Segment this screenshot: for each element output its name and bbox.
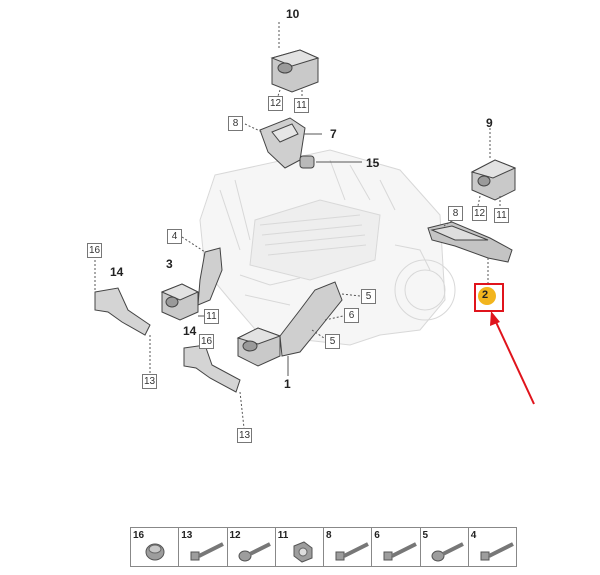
legend-item-label: 16: [133, 530, 145, 541]
boxed-label-8: 8: [228, 116, 243, 131]
bolt-icon: [383, 542, 418, 561]
boxed-label-13: 13: [237, 428, 252, 443]
mount-part-9: [470, 128, 517, 208]
callout-14b: 14: [183, 324, 197, 338]
boxed-label-6: 6: [344, 308, 359, 323]
boxed-label-11: 11: [204, 309, 219, 324]
legend-item-label: 5: [422, 530, 429, 541]
cap-nut-icon: [145, 543, 165, 561]
strap-part-14b: [183, 344, 245, 429]
legend-item[interactable]: 6: [372, 528, 421, 566]
callout-1: 1: [284, 377, 291, 391]
boxed-label-5: 5: [325, 334, 340, 349]
flange-bolt-icon: [238, 542, 271, 562]
legend-item[interactable]: 12: [228, 528, 276, 566]
bolt-icon: [335, 542, 369, 561]
boxed-label-16: 16: [199, 334, 214, 349]
nut-icon: [293, 541, 313, 563]
boxed-label-11: 11: [294, 98, 309, 113]
legend-item-label: 8: [326, 530, 332, 541]
legend-item-label: 6: [374, 530, 380, 541]
legend-item[interactable]: 5: [421, 528, 469, 566]
boxed-label-5: 5: [361, 289, 376, 304]
boxed-label-16: 16: [87, 243, 102, 258]
callout-10: 10: [286, 7, 300, 21]
highlight-box: [474, 283, 504, 312]
mount-part-3: [160, 236, 223, 321]
legend-item-label: 12: [229, 530, 241, 541]
legend-item-label: 4: [470, 530, 477, 541]
boxed-label-12: 12: [472, 206, 487, 221]
legend-item-label: 13: [181, 530, 193, 541]
callout-9: 9: [486, 116, 493, 130]
legend-item-label: 11: [277, 530, 289, 541]
callout-14a: 14: [110, 265, 124, 279]
bracket-part-7: [244, 117, 322, 169]
bolt-icon: [190, 542, 225, 561]
pointer-arrow: [490, 311, 535, 405]
bolt-icon: [480, 542, 514, 561]
highlight-label-2: 2: [482, 289, 489, 301]
support-arm-part-2: [427, 213, 513, 283]
callout-15: 15: [366, 156, 380, 170]
legend-item[interactable]: 4: [469, 528, 516, 566]
legend-item[interactable]: 16: [131, 528, 180, 566]
boxed-label-13: 13: [142, 374, 157, 389]
fastener-legend: 16 13 12 11: [130, 527, 517, 567]
boxed-label-8: 8: [448, 206, 463, 221]
callout-7: 7: [330, 127, 337, 141]
bushing-part-15: [299, 155, 362, 169]
boxed-label-11: 11: [494, 208, 509, 223]
highlight-dot: [478, 287, 496, 305]
legend-item[interactable]: 8: [324, 528, 373, 566]
mount-part-10: [270, 22, 320, 98]
flange-bolt-icon: [431, 542, 464, 562]
legend-item[interactable]: 13: [179, 528, 228, 566]
callout-3: 3: [166, 257, 173, 271]
transmission-housing: [199, 149, 456, 346]
mount-part-1: [236, 281, 361, 376]
boxed-label-12: 12: [268, 96, 283, 111]
strap-part-14a: [94, 256, 151, 374]
boxed-label-4: 4: [167, 229, 182, 244]
legend-item[interactable]: 11: [276, 528, 324, 566]
